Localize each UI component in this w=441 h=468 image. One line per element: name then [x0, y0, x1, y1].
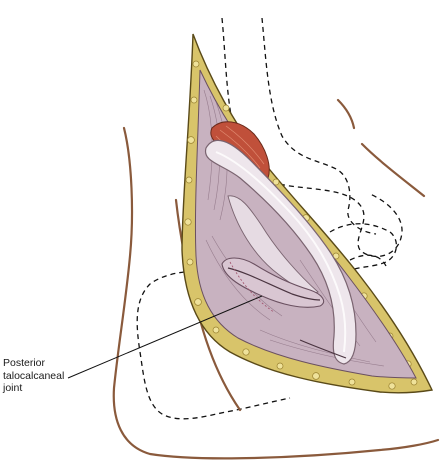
peroneal-tendon-longus [204, 139, 357, 365]
posterior-talocalcaneal-joint [221, 257, 325, 308]
posterior-talocalcaneal-joint-label: Posterior talocalcaneal joint [3, 357, 113, 395]
label-leader-line [67, 295, 263, 379]
tibia-outline-dashed [261, 17, 377, 235]
joint-space-line [227, 267, 321, 301]
small-skin-curve [336, 98, 356, 130]
calcaneus-outline-dashed [136, 270, 291, 420]
tendon-highlight [215, 151, 347, 353]
cuboid-outline-dashed [349, 254, 387, 267]
posterior-heel-contour [112, 126, 440, 460]
label-line-2: talocalcaneal [3, 369, 65, 382]
joint-capsule-edge [229, 261, 275, 313]
talus-outline-dashed [329, 223, 397, 273]
retracted-tissue-fold [227, 195, 319, 294]
lateral-malleolus-contour [360, 142, 426, 198]
label-line-3: joint [3, 382, 23, 394]
label-line-1: Posterior [3, 357, 46, 369]
sheath-slit [299, 339, 347, 359]
